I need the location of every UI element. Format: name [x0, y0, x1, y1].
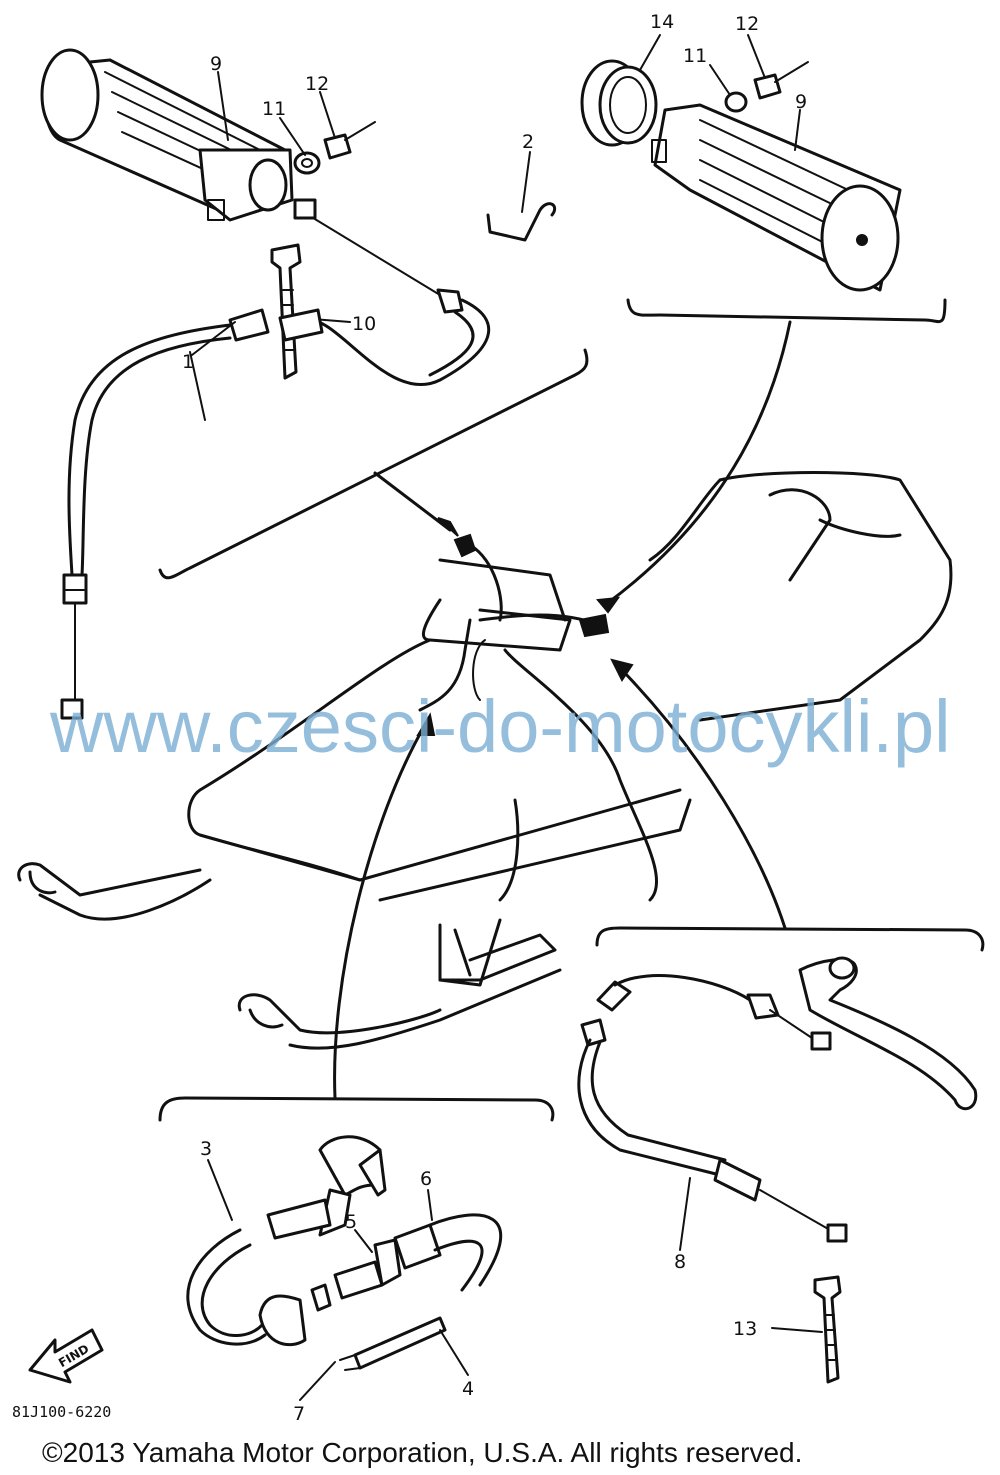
clip-2 — [486, 151, 557, 242]
bottom-right-bracket — [595, 926, 985, 952]
right-group-arrow — [603, 320, 792, 607]
left-group-bracket — [158, 348, 589, 580]
bottom-right-leader — [618, 666, 787, 930]
right-bolt-12 — [747, 34, 809, 100]
left-nut-11 — [293, 151, 321, 175]
callout-7: 7 — [293, 1403, 305, 1425]
choke-knob-5 — [310, 1229, 402, 1312]
callout-2: 2 — [522, 131, 534, 153]
callout-12-left: 12 — [305, 73, 329, 95]
handlebar-cables-assembly — [418, 533, 610, 712]
callout-9-right: 9 — [795, 91, 807, 113]
callout-4: 4 — [462, 1378, 474, 1400]
brake-cable-8 — [577, 974, 848, 1251]
left-handlebar-grip — [40, 48, 294, 222]
callout-9-left: 9 — [210, 53, 222, 75]
snowmobile-body — [17, 471, 953, 1050]
callout-1: 1 — [182, 351, 194, 373]
bottom-left-leader — [333, 723, 427, 1100]
callout-10: 10 — [352, 313, 376, 335]
callout-8: 8 — [674, 1251, 686, 1273]
callout-11-right: 11 — [683, 45, 707, 67]
left-bolt-12 — [323, 121, 376, 160]
throttle-cable-1 — [60, 198, 491, 720]
callout-14: 14 — [650, 11, 674, 33]
watermark: www.czesci-do-motocykli.pl — [49, 685, 951, 768]
brake-lever — [798, 956, 978, 1111]
callout-12-right: 12 — [735, 13, 759, 35]
diagram-code: 81J100-6220 — [12, 1403, 111, 1421]
right-handlebar-grip — [651, 103, 902, 292]
wire-lead-4 — [339, 1316, 469, 1376]
callout-6: 6 — [420, 1168, 432, 1190]
cable-6 — [393, 1189, 503, 1292]
cable-tie-13 — [771, 1275, 842, 1384]
callout-11-left: 11 — [262, 98, 286, 120]
left-group-arrow — [373, 471, 452, 532]
callout-5: 5 — [345, 1211, 357, 1233]
leader-7 — [299, 1361, 336, 1401]
right-grip-ring-14 — [580, 34, 661, 147]
choke-cable-3 — [186, 1135, 387, 1347]
callout-3: 3 — [200, 1138, 212, 1160]
bottom-left-bracket — [158, 1096, 555, 1122]
callout-13: 13 — [733, 1318, 757, 1340]
right-group-bracket — [626, 298, 947, 324]
right-nut-11 — [709, 64, 748, 113]
copyright: ©2013 Yamaha Motor Corporation, U.S.A. A… — [42, 1437, 802, 1468]
find-arrow-icon — [28, 1328, 104, 1384]
